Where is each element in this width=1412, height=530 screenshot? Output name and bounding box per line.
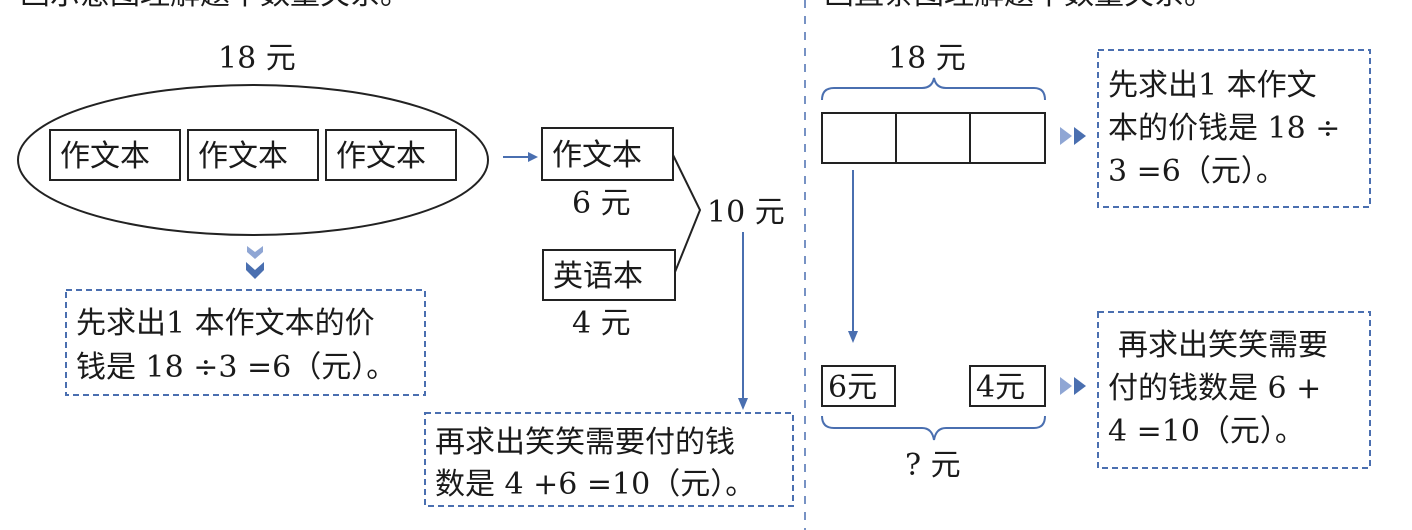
group-ellipse [17, 84, 489, 236]
left-heading: 画示意图理解题中数量关系。 [20, 0, 410, 12]
notebook-group: 作文本 作文本 作文本 [49, 129, 457, 181]
step2-line: 数是 4 +6 =10（元）。 [435, 467, 755, 502]
composition-price: 6 元 [572, 186, 631, 221]
step2-line: 再求出笑笑需要付的钱 [435, 425, 735, 460]
right-step1-box [1097, 49, 1371, 208]
notebook-label: 作文本 [336, 139, 426, 174]
part-b-label: 4元 [976, 370, 1025, 405]
sum-label: 10 元 [707, 195, 785, 230]
right-total-label: 18 元 [888, 41, 966, 76]
notebook-box [325, 129, 457, 181]
right-step1-line: 3 =6（元）。 [1108, 154, 1286, 189]
right-step1-line: 本的价钱是 18 ÷ [1108, 111, 1340, 146]
part-a-box [821, 365, 896, 407]
right-heading: 画直条图理解题中数量关系。 [824, 0, 1214, 12]
bar [821, 112, 1046, 164]
step1-box [65, 289, 426, 396]
bottom-brace [821, 415, 1046, 441]
composition-label: 作文本 [552, 138, 642, 173]
left-total-label: 18 元 [218, 41, 296, 76]
right-step2-line: 再求出笑笑需要 [1118, 328, 1328, 363]
notebook-box [187, 129, 319, 181]
notebook-label: 作文本 [198, 139, 288, 174]
arrow-down-icon [848, 170, 858, 343]
step2-box [424, 412, 794, 507]
double-chevron-right-icon [1060, 127, 1086, 145]
double-chevron-right-icon [1060, 377, 1086, 395]
composition-box [541, 127, 674, 181]
double-chevron-down-icon [246, 246, 264, 279]
right-step2-box [1097, 311, 1371, 469]
right-step2-line: 4 =10（元）。 [1108, 414, 1305, 449]
english-box [542, 249, 676, 301]
part-b-box [969, 365, 1046, 407]
english-label: 英语本 [553, 259, 643, 294]
right-step2-line: 付的钱数是 6 + [1108, 371, 1321, 406]
top-brace [821, 77, 1046, 101]
step1-line: 钱是 18 ÷3 =6（元）。 [76, 350, 396, 385]
arrow-down-icon [738, 232, 748, 410]
english-price: 4 元 [572, 306, 631, 341]
notebook-label: 作文本 [60, 139, 150, 174]
arrow-right-icon [503, 152, 538, 162]
step1-line: 先求出1 本作文本的价 [76, 306, 375, 341]
unknown-label: ? 元 [905, 448, 961, 483]
sum-bracket [672, 154, 702, 273]
right-step1-line: 先求出1 本作文 [1108, 68, 1317, 103]
part-a-label: 6元 [828, 370, 877, 405]
notebook-box [49, 129, 181, 181]
